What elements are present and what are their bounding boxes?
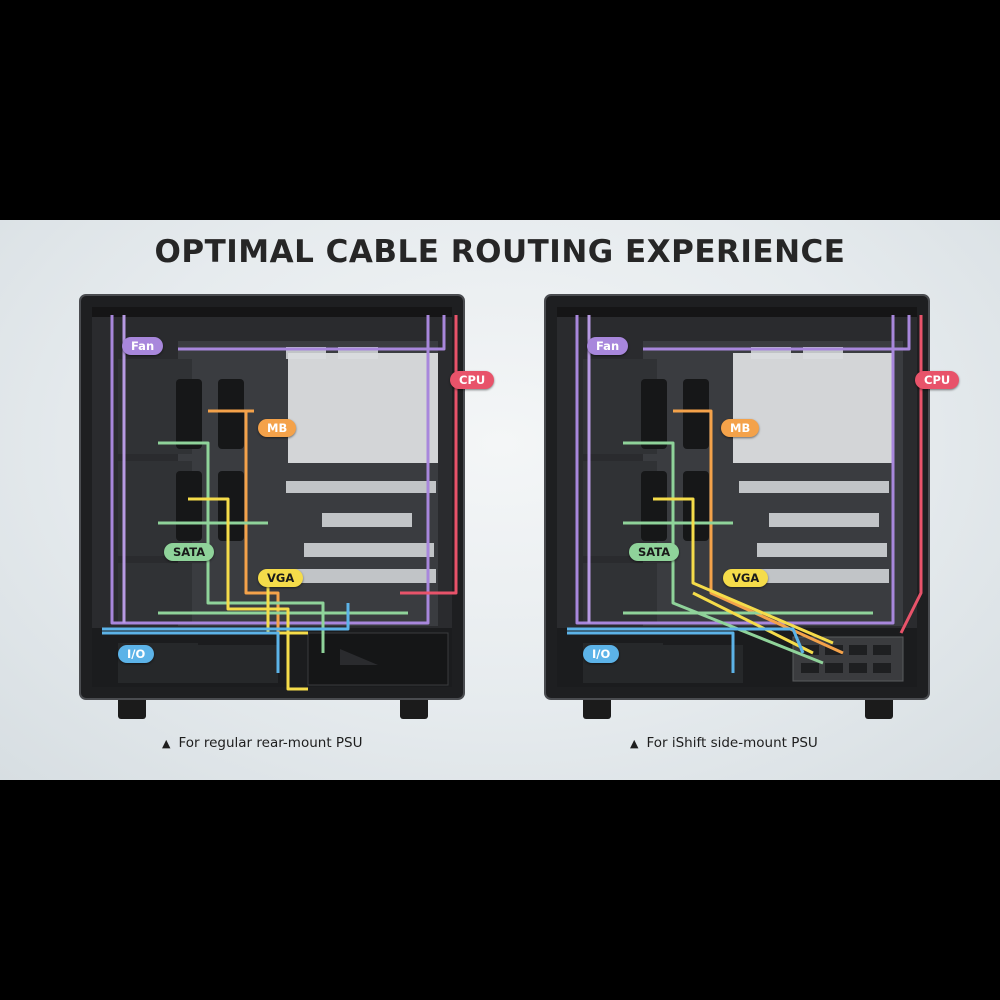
page-title: OPTIMAL CABLE ROUTING EXPERIENCE [154,234,846,270]
vga-label: VGA [258,569,304,587]
sata-label: SATA [164,543,215,561]
fan-label: Fan [122,337,164,355]
case-illustration [79,294,465,719]
caption-text: For regular rear-mount PSU [178,735,363,751]
routing-infographic: OPTIMAL CABLE ROUTING EXPERIENCE [0,220,1000,780]
vga-label: VGA [723,569,769,587]
io-label: I/O [118,645,155,663]
caption-side-mount: ▲ For iShift side-mount PSU [630,735,818,751]
fan-label: Fan [587,337,629,355]
cpu-label: CPU [450,371,495,389]
case-diagram-rear-mount-psu: Fan CPU MB SATA VGA I/O [78,293,495,720]
io-label: I/O [583,645,620,663]
caption-rear-mount: ▲ For regular rear-mount PSU [162,735,363,751]
mb-label: MB [258,419,297,437]
mb-label: MB [721,419,760,437]
case-illustration [544,294,930,719]
cpu-label: CPU [915,371,960,389]
triangle-marker-icon: ▲ [630,737,639,750]
case-diagram-side-mount-psu: Fan CPU MB SATA VGA I/O [543,293,960,720]
sata-label: SATA [629,543,680,561]
caption-text: For iShift side-mount PSU [646,735,818,751]
triangle-marker-icon: ▲ [162,737,171,750]
